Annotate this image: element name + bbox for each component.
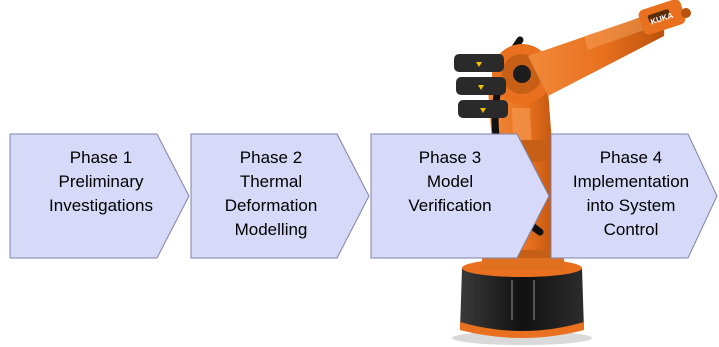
robot-wrist bbox=[638, 0, 691, 35]
robot-upper-arm bbox=[528, 14, 665, 96]
phase-2-title: Phase 2 bbox=[239, 148, 303, 167]
phase-4-arrow bbox=[550, 133, 718, 259]
phase-1-description: Preliminary Investigations bbox=[49, 172, 153, 215]
phase-4-title: Phase 4 bbox=[599, 148, 663, 167]
phase-2-arrow bbox=[190, 133, 370, 259]
robot-motors bbox=[454, 54, 508, 118]
phase-3-title: Phase 3 bbox=[418, 148, 482, 167]
phase-2-label: Phase 2 Thermal Deformation Modelling bbox=[196, 146, 346, 242]
phase-1-title: Phase 1 bbox=[69, 148, 133, 167]
phase-2-description: Thermal Deformation Modelling bbox=[224, 172, 318, 239]
phase-arrows bbox=[9, 133, 718, 259]
phase-1-label: Phase 1 Preliminary Investigations bbox=[26, 146, 176, 218]
phase-4-description: Implementation into System Control bbox=[572, 172, 690, 239]
phase-3-label: Phase 3 Model Verification bbox=[375, 146, 525, 218]
phase-3-description: Model Verification bbox=[408, 172, 492, 215]
phase-1-arrow bbox=[9, 133, 190, 259]
robot-base bbox=[460, 259, 584, 338]
phase-4-label: Phase 4 Implementation into System Contr… bbox=[556, 146, 706, 242]
phase-3-arrow bbox=[370, 133, 550, 259]
